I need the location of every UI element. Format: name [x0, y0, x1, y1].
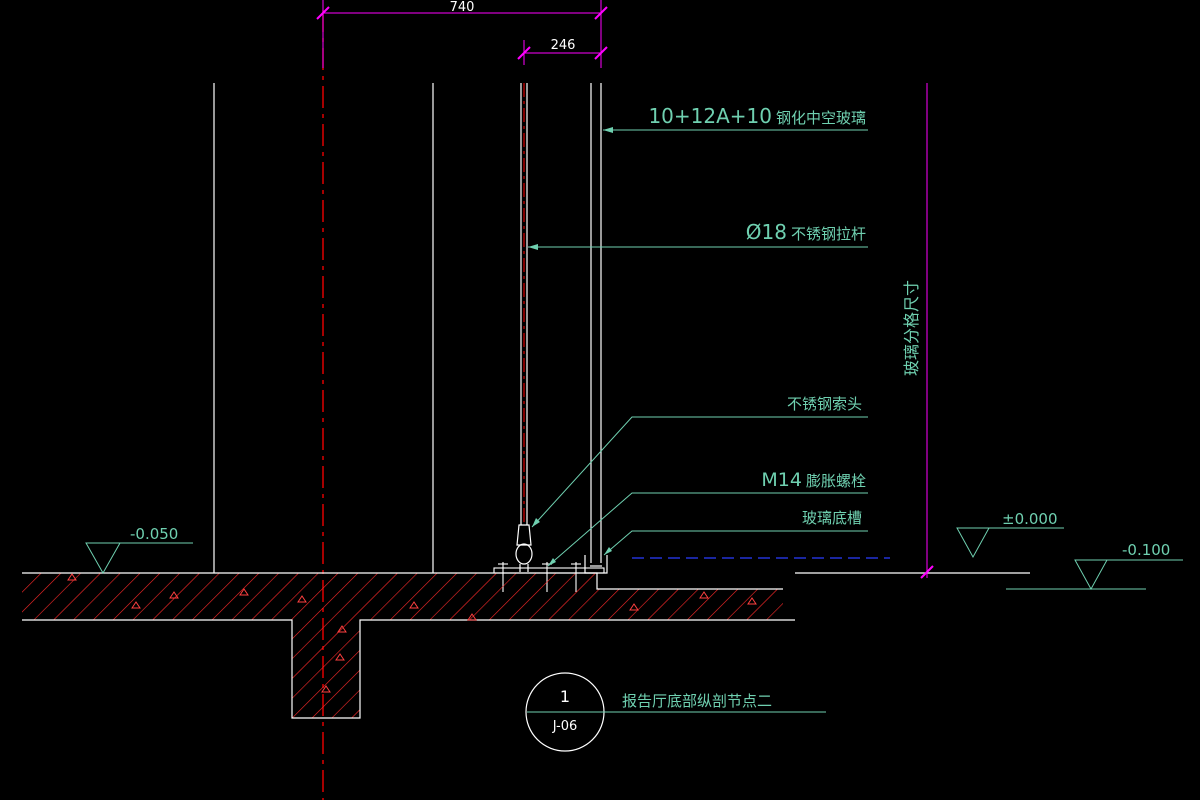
vertical-dimension-label: 玻璃分格尺寸 — [902, 280, 921, 376]
dimension-740-label: 740 — [450, 0, 475, 15]
detail-callout: 1 J-06 报告厅底部纵剖节点二 — [525, 672, 826, 752]
top-dimension-246 — [517, 40, 608, 65]
elevation-marker-right — [1006, 559, 1183, 591]
vertical-dimension — [920, 83, 934, 579]
glass-channel-label: 玻璃底槽 — [802, 509, 862, 527]
insulated-glass-panel — [590, 83, 602, 563]
cable-head-label: 不锈钢索头 — [787, 395, 862, 413]
elevation-marker-left — [85, 542, 193, 575]
concrete-slab — [22, 572, 795, 719]
top-dimension-740 — [316, 0, 608, 68]
elevation-marker-middle — [956, 527, 1064, 559]
elevation-right-label: -0.100 — [1122, 541, 1170, 559]
dimension-246-label: 246 — [551, 38, 576, 53]
elevation-left-label: -0.050 — [130, 525, 178, 543]
cable-head-fitting — [515, 524, 533, 572]
stainless-rod — [520, 83, 528, 525]
detail-title: 报告厅底部纵剖节点二 — [622, 692, 772, 710]
column-outlines — [213, 83, 434, 573]
leader-lines — [528, 129, 868, 567]
detail-number: 1 — [560, 687, 570, 706]
detail-sheet: J-06 — [552, 719, 578, 734]
leader-arrowheads — [528, 127, 613, 566]
elevation-middle-label: ±0.000 — [1002, 510, 1058, 528]
